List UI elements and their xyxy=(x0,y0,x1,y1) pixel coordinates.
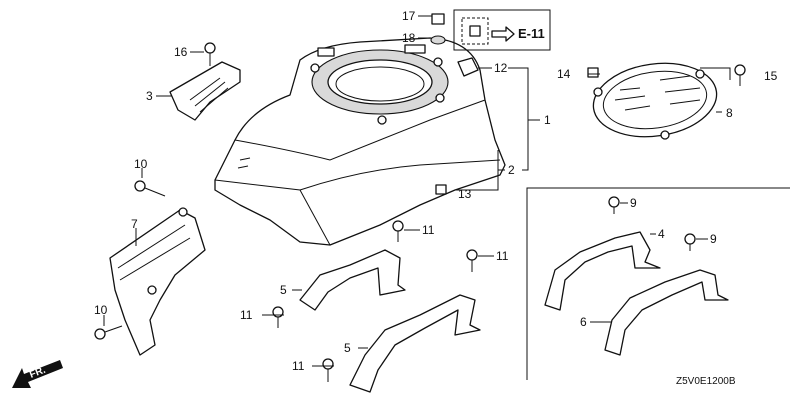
fan-cover-disc xyxy=(592,62,718,140)
bolt-16-icon xyxy=(204,42,216,66)
callout-11-a: 11 xyxy=(422,223,435,237)
screw-9-a-icon xyxy=(608,196,620,214)
bolt-10-upper-icon xyxy=(134,180,166,197)
stay-6 xyxy=(604,269,729,356)
callout-7: 7 xyxy=(131,217,138,231)
callout-9-a: 9 xyxy=(630,196,637,210)
callout-6: 6 xyxy=(580,315,587,329)
bolt-11-b-icon xyxy=(466,249,478,272)
callout-11-d: 11 xyxy=(292,359,305,373)
callout-5-lower: 5 xyxy=(344,341,351,355)
guard-bracket xyxy=(109,207,206,356)
washer-18-icon xyxy=(430,35,446,45)
clip-12-icon xyxy=(457,57,479,77)
callout-15: 15 xyxy=(764,69,778,83)
leader-lines xyxy=(103,15,731,367)
callout-12: 12 xyxy=(494,61,508,75)
callout-4: 4 xyxy=(658,227,665,241)
bolt-11-d-icon xyxy=(322,358,334,382)
screw-9-b-icon xyxy=(684,233,696,251)
callout-10-lower: 10 xyxy=(94,303,108,317)
fan-shroud xyxy=(214,37,506,246)
callout-14: 14 xyxy=(557,67,571,81)
callout-2: 2 xyxy=(508,163,515,177)
inset-frame xyxy=(526,187,790,380)
callout-5-upper: 5 xyxy=(280,283,287,297)
deflector-plate xyxy=(169,61,241,121)
bolt-10-lower-icon xyxy=(94,325,123,340)
front-direction-arrow: FR. xyxy=(12,360,63,388)
bolt-11-c-icon xyxy=(272,306,284,328)
nut-14-icon xyxy=(587,67,599,78)
reference-box: E-11 xyxy=(453,9,551,51)
bolt-15-icon xyxy=(734,64,746,86)
nut-17-icon xyxy=(431,13,445,25)
bolt-11-a-icon xyxy=(392,220,404,242)
callout-10-upper: 10 xyxy=(134,157,148,171)
callout-3: 3 xyxy=(146,89,153,103)
callout-18: 18 xyxy=(402,31,416,45)
front-label: FR. xyxy=(28,365,47,381)
callout-13: 13 xyxy=(458,187,472,201)
grommet-13-icon xyxy=(435,184,447,195)
ref-label: E-11 xyxy=(518,26,545,41)
callout-labels: 3 16 17 18 12 1 2 13 14 15 8 10 7 10 11 … xyxy=(94,9,778,373)
callout-8: 8 xyxy=(726,106,733,120)
callout-16: 16 xyxy=(174,45,188,59)
callout-11-c: 11 xyxy=(240,308,253,322)
stay-5-upper xyxy=(299,249,406,311)
diagram-code: Z5V0E1200B xyxy=(676,376,736,387)
callout-17: 17 xyxy=(402,9,416,23)
stay-4 xyxy=(544,231,661,311)
stay-5-lower xyxy=(349,294,481,393)
callout-11-b: 11 xyxy=(496,249,509,263)
callout-9-b: 9 xyxy=(710,232,717,246)
callout-1: 1 xyxy=(544,113,551,127)
